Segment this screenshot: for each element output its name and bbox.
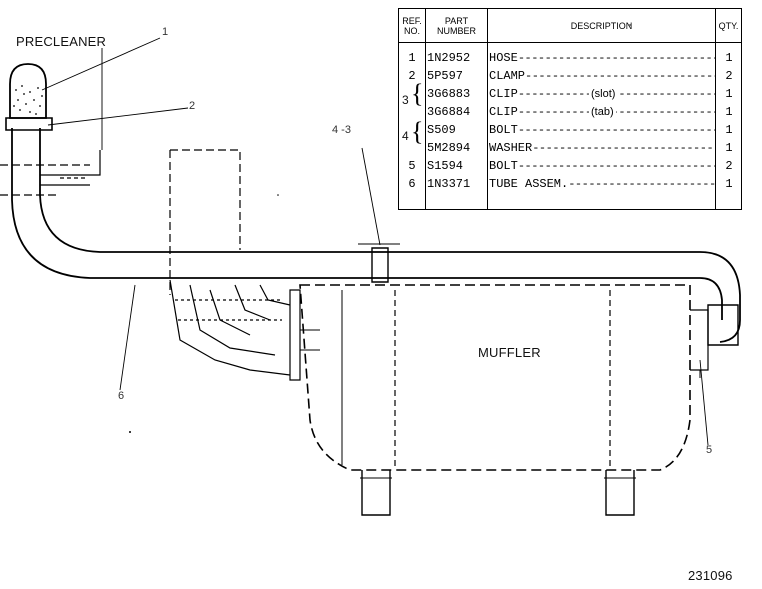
ref-number: 1 [408,51,416,65]
leader-lines [41,37,709,446]
ref-number: 5 [408,159,416,173]
leader-dashes: ------------------------------------ [517,123,715,137]
muffler-body [289,284,691,516]
table-row: 6 1N3371 TUBE ASSEM.----------------------… [399,175,741,193]
quantity: 1 [725,51,733,65]
quantity: 2 [725,159,733,173]
elbow-section [169,279,291,376]
description: BOLT------------------------------------ [489,157,715,175]
leader-dashes: ------------------------------------ [517,51,715,65]
part-number: S1594 [427,159,464,173]
part-number: 5P597 [427,69,464,83]
part-number: 1N3371 [427,177,471,191]
callout-6: 6 [118,390,125,402]
table-row: 1 1N2952 HOSE-----------------------------… [399,49,741,67]
drawing-number: 231096 [688,568,733,583]
table-row: 2 5P597 CLAMP-----------------------------… [399,67,741,85]
part-number: 1N2952 [427,51,471,65]
description-text: CLAMP [489,69,526,83]
callout-1: 1 [162,26,169,38]
leader-dashes: ------------------------------------ [532,141,715,155]
quantity: 1 [725,123,733,137]
header-ref: REF.NO. [399,9,425,43]
precleaner-label: PRECLEANER [16,34,107,49]
quantity: 1 [725,105,733,119]
callout-2: 2 [189,100,196,112]
description: CLIP------------------------------------… [489,85,715,103]
description-note: (slot) [589,85,618,103]
quantity: 1 [725,87,733,101]
group-ref-3: 3 [402,93,409,107]
description-text: BOLT [489,159,518,173]
description: HOSE------------------------------------ [489,49,715,67]
table-row: 3G6883 CLIP------------------------------… [399,85,741,103]
group-brace-4: { [411,117,424,146]
description: TUBE ASSEM.-----------------------------… [489,175,715,193]
ref-number: 2 [408,69,416,83]
description-text: CLIP [489,105,518,119]
description: WASHER----------------------------------… [489,139,715,157]
description: CLAMP-----------------------------------… [489,67,715,85]
header-description: DESCRIPTION [488,9,715,43]
part-number: 3G6884 [427,105,471,119]
support-bracket [40,150,101,186]
precleaner [5,63,53,131]
leader-dashes: ------------------------------------ [568,177,715,191]
group-brace-3: { [411,79,424,108]
part-number: S509 [427,123,456,137]
description-text: TUBE ASSEM. [489,177,569,191]
scan-specks [129,24,631,433]
part-number: 3G6883 [427,87,471,101]
table-row: 3G6884 CLIP------------------------------… [399,103,741,121]
part-number: 5M2894 [427,141,471,155]
leader-dashes: ------------------------------------ [517,159,715,173]
description-text: BOLT [489,123,518,137]
description: BOLT------------------------------------ [489,121,715,139]
ref-number: 6 [408,177,416,191]
table-row: 5 S1594 BOLT------------------------------… [399,157,741,175]
description-text: CLIP [489,87,518,101]
description: CLIP------------------------------------… [489,103,715,121]
muffler-label: MUFFLER [478,345,541,360]
table-row: S509 BOLT--------------------------------… [399,121,741,139]
quantity: 1 [725,177,733,191]
quantity: 2 [725,69,733,83]
group-ref-4: 4 [402,129,409,143]
quantity: 1 [725,141,733,155]
description-text: WASHER [489,141,533,155]
description-text: HOSE [489,51,518,65]
engine-outline [0,149,241,295]
description-note: (tab) [589,103,616,121]
leader-dashes: ------------------------------------ [517,105,715,119]
callout-4-3: 4 -3 [332,124,351,136]
leader-dashes: ------------------------------------ [525,69,715,83]
header-qty: QTY. [716,9,741,43]
callout-5: 5 [706,444,713,456]
table-row: 5M2894 WASHER----------------------------… [399,139,741,157]
exhaust-tube [11,128,741,378]
